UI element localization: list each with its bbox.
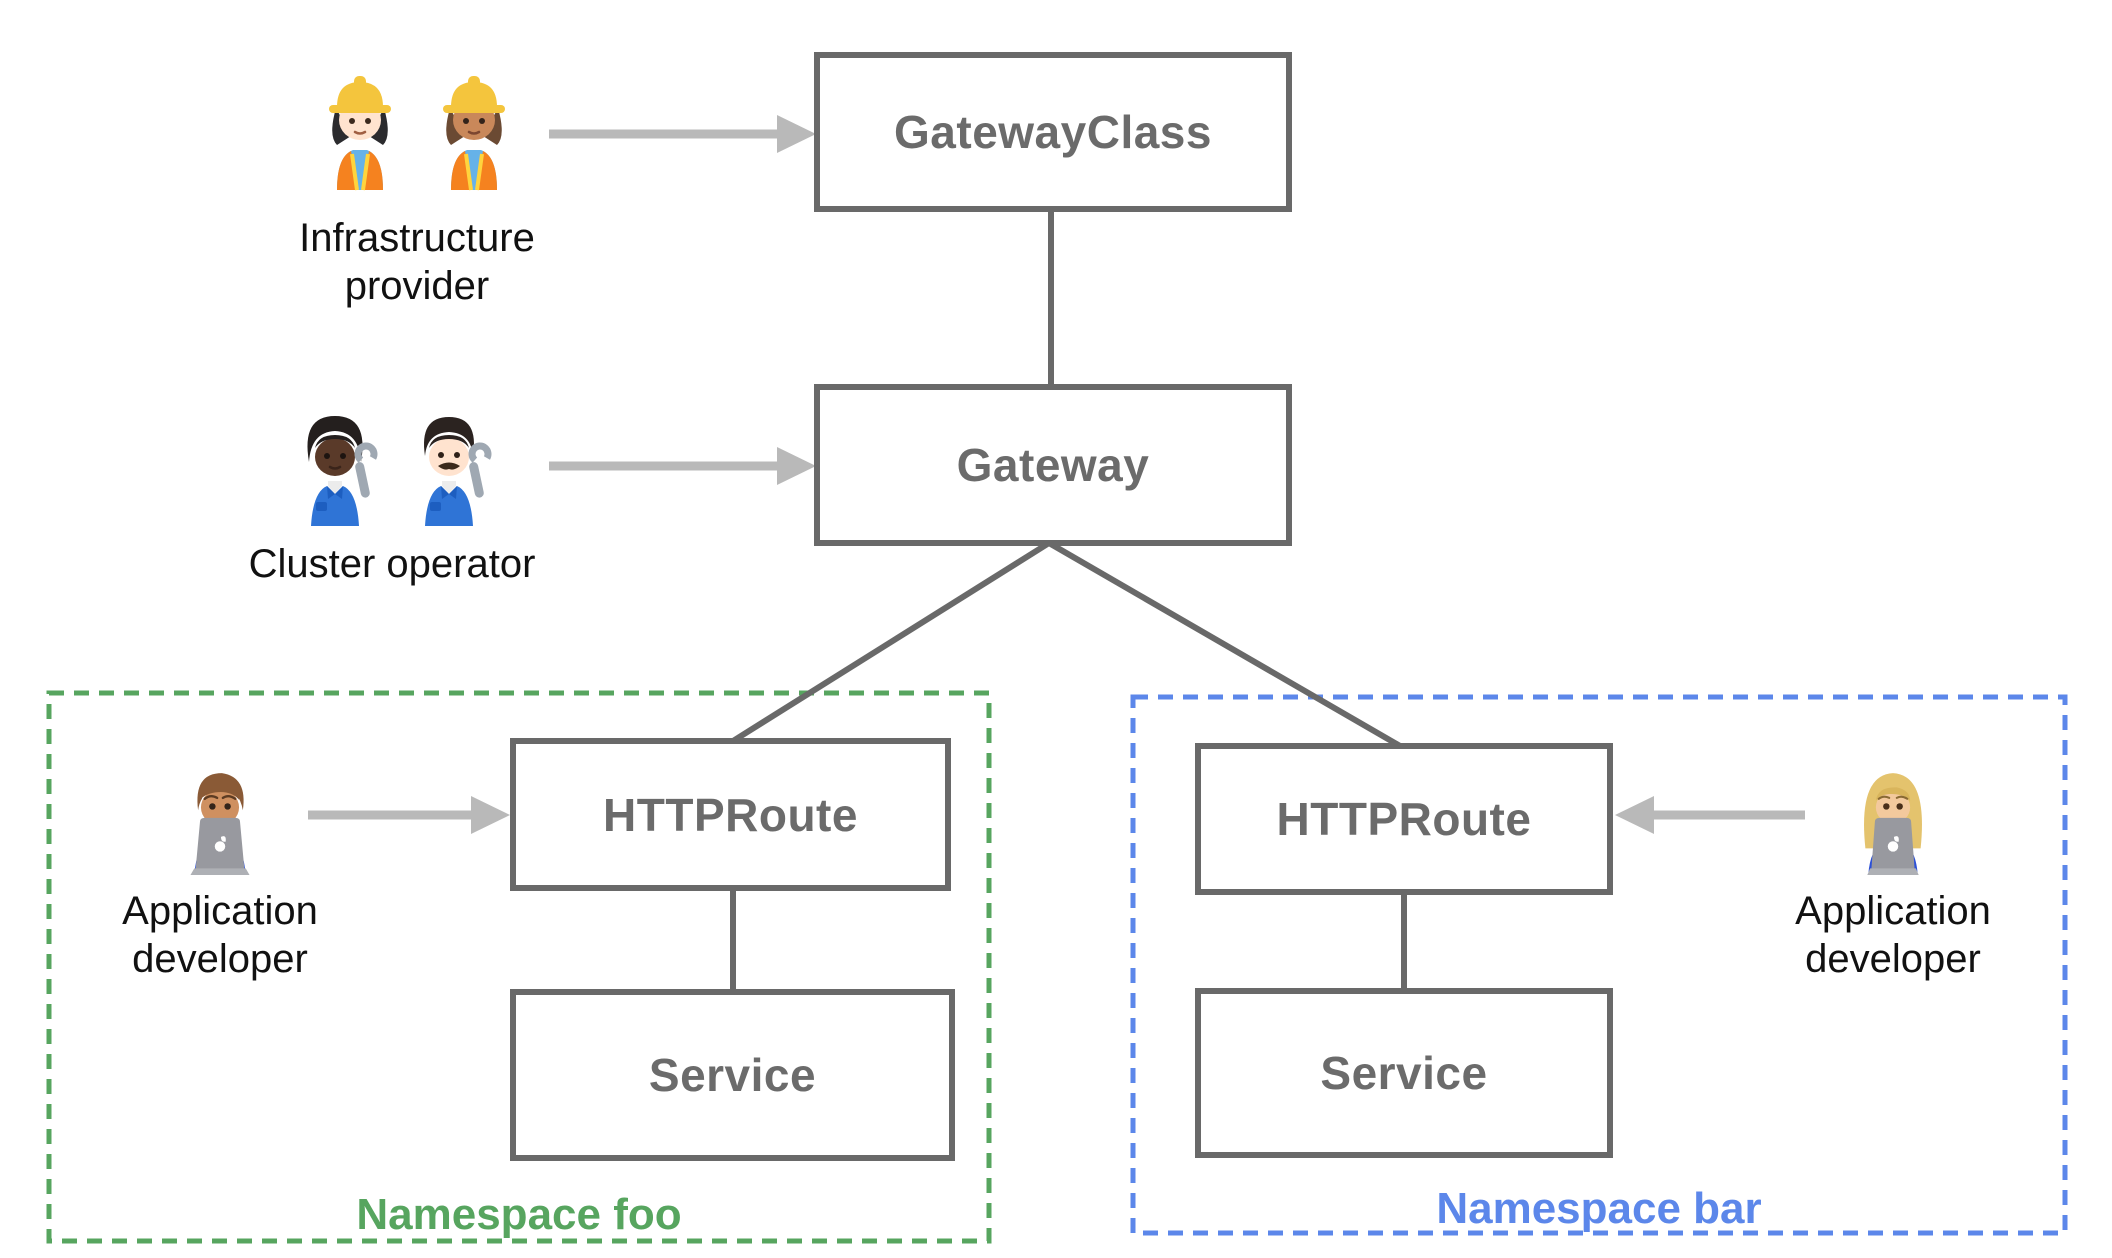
edge-gateway-httproute-foo xyxy=(731,540,1051,744)
man-technologist-emoji xyxy=(190,773,250,875)
infrastructure-provider-label: Infrastructure provider xyxy=(299,216,535,308)
app-developer-bar-icons xyxy=(1842,755,1944,875)
gatewayclass-label: GatewayClass xyxy=(894,106,1212,158)
app-developer-bar-actor: Application developer xyxy=(1743,755,2043,983)
httproute-foo-node: HTTPRoute xyxy=(510,738,951,891)
httproute-foo-label: HTTPRoute xyxy=(603,788,858,841)
service-bar-node: Service xyxy=(1195,988,1613,1158)
cluster-operator-actor: Cluster operator xyxy=(242,398,542,588)
cluster-operator-label: Cluster operator xyxy=(248,542,536,586)
woman-technologist-emoji xyxy=(1864,773,1922,875)
edge-gateway-httproute-bar xyxy=(1047,540,1402,749)
infrastructure-provider-icons xyxy=(310,62,524,192)
man-mechanic-light-emoji xyxy=(424,417,492,526)
person-mechanic-dark-emoji xyxy=(307,416,378,526)
woman-construction-worker-light-emoji xyxy=(329,76,391,191)
namespace-bar-label: Namespace bar xyxy=(1436,1184,1762,1233)
app-developer-bar-label: Application developer xyxy=(1795,889,1991,981)
httproute-bar-label: HTTPRoute xyxy=(1276,793,1532,845)
namespace-foo-label: Namespace foo xyxy=(356,1190,682,1239)
namespace-bar-box xyxy=(1130,694,2068,1236)
gatewayclass-node: GatewayClass xyxy=(814,52,1292,212)
gateway-node: Gateway xyxy=(814,384,1292,546)
app-developer-foo-icons xyxy=(169,755,271,875)
arrow-infrastructure-provider-to-gatewayclass xyxy=(549,115,816,153)
service-bar-label: Service xyxy=(1320,1047,1488,1099)
namespace-foo-box xyxy=(46,690,992,1244)
cluster-operator-icons xyxy=(285,398,499,528)
arrow-app-developer-to-httproute-foo xyxy=(308,796,510,834)
infrastructure-provider-actor: Infrastructure provider xyxy=(267,62,567,310)
app-developer-foo-actor: Application developer xyxy=(70,755,370,983)
service-foo-label: Service xyxy=(648,1049,817,1101)
service-foo-node: Service xyxy=(510,989,955,1161)
httproute-bar-node: HTTPRoute xyxy=(1195,743,1613,895)
arrow-cluster-operator-to-gateway xyxy=(549,447,816,485)
woman-construction-worker-medium-emoji xyxy=(443,76,505,191)
app-developer-foo-label: Application developer xyxy=(122,889,318,981)
gateway-label: Gateway xyxy=(956,439,1150,491)
arrow-app-developer-to-httproute-bar xyxy=(1615,796,1805,834)
